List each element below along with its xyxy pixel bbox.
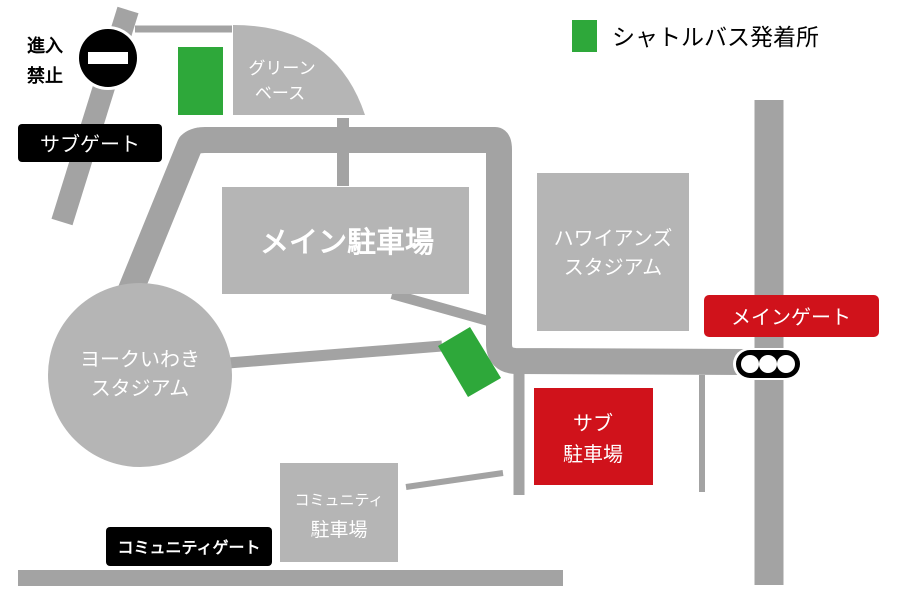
legend-label: シャトルバス発着所 [612, 25, 819, 51]
traffic-light-icon [733, 348, 803, 380]
no-entry-label-1: 進入 [27, 35, 63, 57]
community-gate[interactable]: コミュニティゲート [106, 527, 272, 566]
south-road [18, 570, 563, 586]
main-loop-road [117, 127, 746, 375]
stadium-connector [227, 340, 443, 369]
no-entry-icon [76, 26, 140, 90]
sub-gate[interactable]: サブゲート [18, 124, 162, 162]
shuttle-stop-north[interactable] [178, 47, 223, 115]
sub-parking-label-1: サブ [573, 411, 613, 435]
community-parking[interactable] [280, 463, 398, 562]
community-gate-label: コミュニティゲート [117, 538, 260, 557]
green-base [233, 25, 365, 115]
green-base-label-2: ベース [255, 84, 305, 104]
main-gate[interactable]: メインゲート [704, 295, 879, 337]
roads [18, 6, 784, 586]
main-gate-label: メインゲート [731, 305, 851, 329]
hawaiians-stadium[interactable] [537, 173, 689, 331]
yoke-iwaki-stadium[interactable] [48, 283, 232, 467]
community-connector [405, 470, 504, 490]
sub-gate-label: サブゲート [40, 132, 140, 156]
hawaiians-label-2: スタジアム [564, 255, 663, 279]
main-parking[interactable] [222, 187, 469, 294]
community-parking-label-1: コミュニティ [294, 491, 383, 509]
community-parking-label-2: 駐車場 [310, 519, 367, 541]
legend-swatch [572, 20, 597, 52]
sub-parking-label-2: 駐車場 [563, 442, 623, 466]
yoke-stadium-label-2: スタジアム [91, 376, 190, 400]
main-parking-connector [390, 289, 494, 327]
shuttle-stop-south[interactable] [438, 327, 501, 397]
sub-parking[interactable] [534, 388, 653, 485]
green-base-label-1: グリーン [248, 59, 315, 79]
main-parking-label: メイン駐車場 [260, 225, 434, 259]
hawaiians-label-1: ハワイアンズ [554, 226, 673, 250]
legend: シャトルバス発着所 [572, 20, 819, 52]
yoke-stadium-label-1: ヨークいわき [80, 347, 200, 371]
no-entry-label-2: 禁止 [27, 65, 63, 87]
